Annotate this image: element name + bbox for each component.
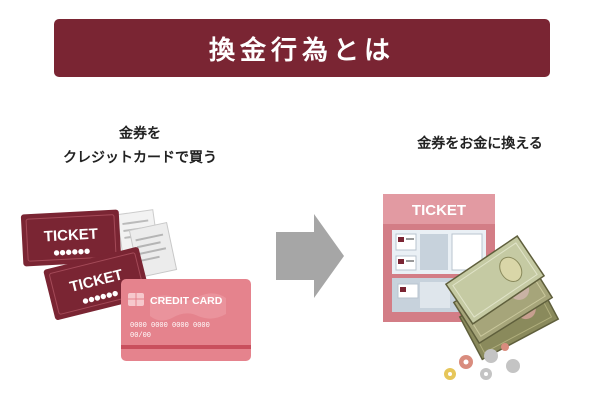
machine-label: TICKET xyxy=(412,202,466,219)
left-caption-line1: 金券を xyxy=(119,126,161,142)
card-number: 0000 0000 0000 0000 xyxy=(130,322,210,330)
right-caption: 金券をお金に換える xyxy=(417,136,543,152)
ticket-1-label: TICKET xyxy=(43,226,98,246)
page-title: 換金行為とは xyxy=(208,35,395,66)
title-banner: 換金行為とは xyxy=(54,19,550,77)
ticket-1: TICKET ●●●●●● xyxy=(20,209,122,267)
card-brand: CREDIT CARD xyxy=(150,295,223,307)
coin-icon xyxy=(444,343,520,380)
left-caption-line2: クレジットカードで買う xyxy=(63,150,217,166)
credit-card: CREDIT CARD 0000 0000 0000 0000 00/00 xyxy=(121,279,251,361)
arrow-right-icon xyxy=(276,214,344,298)
card-expiry: 00/00 xyxy=(130,332,151,340)
banknote-icon xyxy=(444,235,560,361)
ticket-1-dots: ●●●●●● xyxy=(53,247,90,257)
left-caption: 金券を クレジットカードで買う xyxy=(40,122,240,170)
